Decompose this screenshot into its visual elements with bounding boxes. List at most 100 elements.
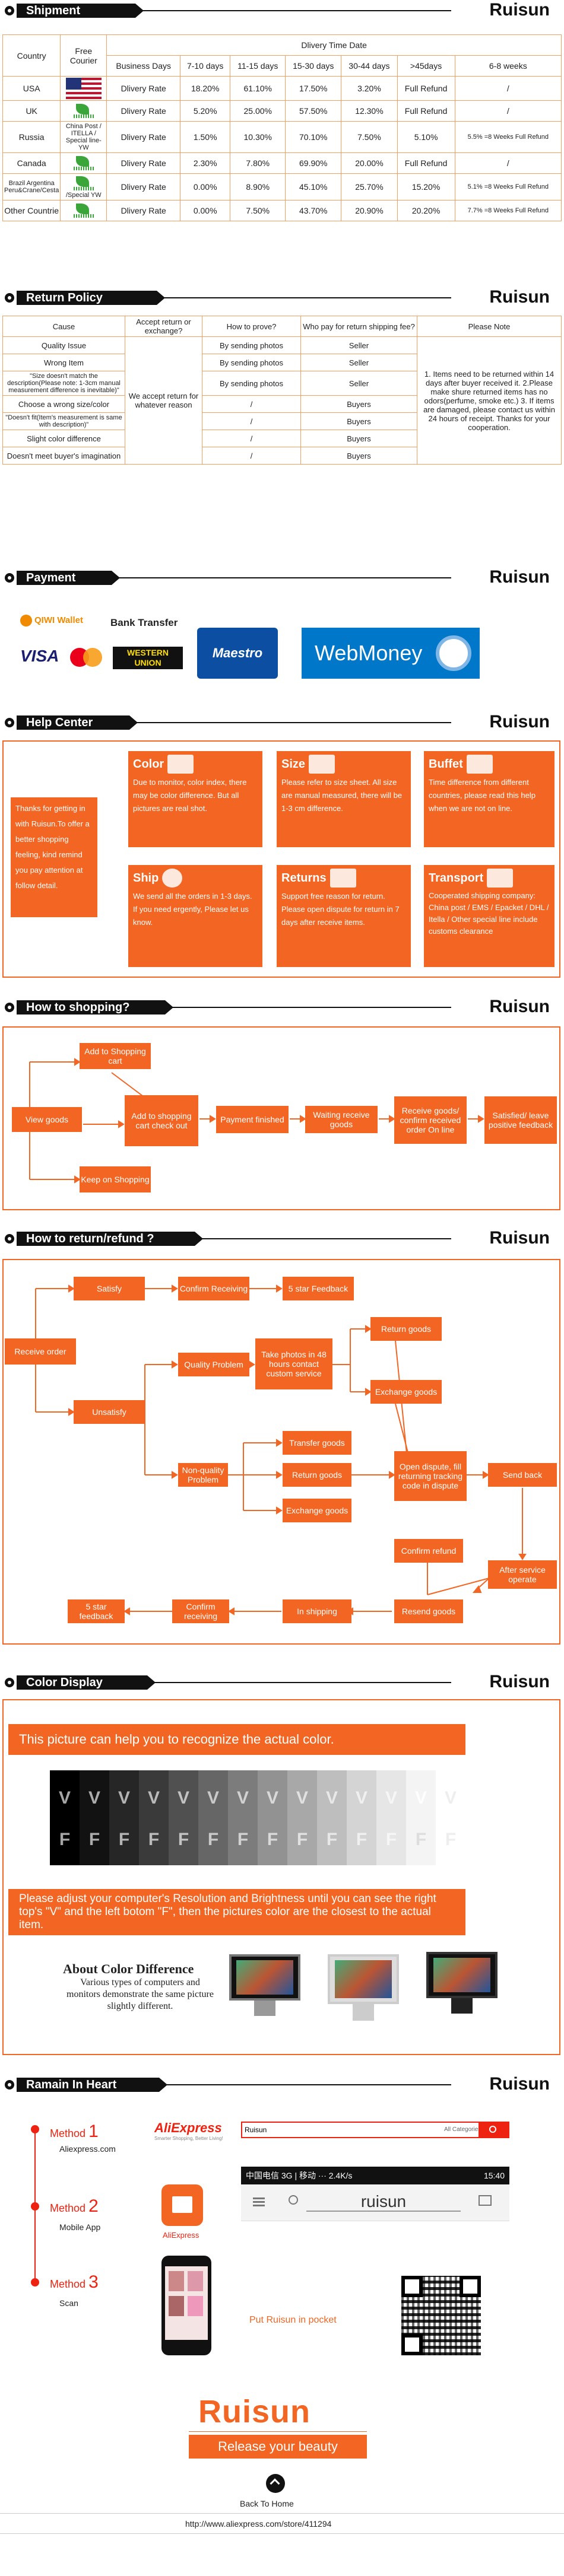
flow-receive-goods: Receive goods/ confirm received order On…	[394, 1096, 467, 1144]
table-row: UK Dlivery Rate 5.20% 25.00% 57.50% 12.3…	[2, 100, 562, 122]
table-row: Doesn't meet buyer's imagination / Buyer…	[2, 447, 562, 465]
aliexpress-app-icon[interactable]	[161, 2184, 203, 2226]
section-title: Color Display	[17, 1675, 156, 1690]
flow-transfer-goods: Transfer goods	[283, 1431, 351, 1455]
section-header-help-center: Help Center Ruisun	[0, 712, 564, 733]
big-brand-logo: Ruisun	[198, 2394, 310, 2429]
table-row: Russia China Post / ITELLA / Special lin…	[2, 121, 562, 153]
section-header-shipment: Shipment Ruisun	[0, 0, 564, 21]
aliexpress-logo: AliExpress Smarter Shopping, Better Livi…	[154, 2120, 223, 2141]
help-intro: Thanks for getting in with Ruisun.To off…	[9, 796, 99, 918]
flow-satisfy: Satisfy	[74, 1277, 145, 1300]
return-policy-table: Cause Accept return or exchange? How to …	[2, 316, 562, 465]
flow-return-goods-2: Return goods	[283, 1463, 351, 1487]
flow-resend-goods: Resend goods	[394, 1599, 463, 1623]
flow-satisfied: Satisfied/ leave positive feedback	[484, 1096, 557, 1144]
section-header-color-display: Color Display Ruisun	[0, 1672, 564, 1693]
monitor-icon	[167, 755, 194, 774]
flow-non-quality: Non-quality Problem	[178, 1463, 228, 1487]
flow-waiting: Waiting receive goods	[305, 1106, 378, 1133]
bullet-icon	[5, 1234, 14, 1244]
webmoney-logo: WebMoney	[302, 628, 480, 679]
flow-add-checkout: Add to shopping cart check out	[125, 1095, 198, 1146]
qr-code-image	[401, 2276, 481, 2355]
flow-confirm-refund: Confirm refund	[394, 1539, 463, 1563]
flow-confirm-receiving: Confirm Receiving	[178, 1277, 249, 1300]
app-search-input[interactable]: ruisun	[306, 2192, 461, 2212]
flow-send-back: Send back	[488, 1463, 557, 1487]
truck-icon	[487, 869, 514, 888]
brand-logo: Ruisun	[489, 997, 550, 1016]
mastercard-logo	[70, 648, 103, 667]
aliexpress-search-bar[interactable]: All Categories	[241, 2122, 509, 2138]
brand-logo: Ruisun	[489, 1228, 550, 1248]
app-label: AliExpress	[163, 2231, 199, 2240]
category-select[interactable]: All Categories	[444, 2126, 481, 2133]
flow-keep-shopping: Keep on Shopping	[80, 1166, 151, 1192]
back-to-top-icon[interactable]	[266, 2474, 285, 2493]
bullet-icon	[5, 573, 14, 583]
back-to-home-link[interactable]: Back To Home	[240, 2499, 294, 2508]
help-box-buffet: Buffet Time difference from different co…	[423, 750, 556, 848]
maestro-logo: Maestro	[197, 628, 278, 679]
flow-after-service: After service operate	[488, 1560, 557, 1589]
phone-image	[161, 2256, 211, 2355]
qiwi-icon	[20, 615, 32, 626]
china-post-logo-icon	[73, 175, 94, 192]
store-url-link[interactable]: http://www.aliexpress.com/store/411294	[185, 2519, 332, 2529]
china-post-logo-icon	[73, 103, 94, 119]
flow-receive-order: Receive order	[5, 1338, 76, 1365]
brand-logo: Ruisun	[489, 1672, 550, 1691]
help-box-ship: Ship We send all the orders in 1-3 days.…	[127, 864, 264, 968]
section-header-remain: Ramain In Heart Ruisun	[0, 2074, 564, 2095]
menu-icon[interactable]	[253, 2197, 265, 2199]
method-1-title: Method 1	[50, 2122, 99, 2141]
app-search-bar[interactable]: ruisun	[241, 2184, 509, 2221]
section-title: Help Center	[17, 715, 138, 730]
section-title: Shipment	[17, 4, 144, 18]
section-title: Return Policy	[17, 291, 165, 305]
flow-exchange-goods-2: Exchange goods	[283, 1499, 351, 1522]
flow-view-goods: View goods	[12, 1107, 82, 1132]
section-header-payment: Payment Ruisun	[0, 567, 564, 589]
bullet-icon	[5, 1003, 14, 1012]
timeline-dot	[31, 2125, 39, 2133]
western-union-logo: WESTERN UNION	[113, 647, 183, 669]
bank-transfer-logo: Bank Transfer	[110, 617, 178, 628]
flow-return-goods: Return goods	[370, 1317, 442, 1341]
table-row: Wrong Item By sending photos Seller	[2, 354, 562, 371]
table-row: Other Countrie Dlivery Rate 0.00% 7.50% …	[2, 200, 562, 221]
method-2-label: Mobile App	[59, 2222, 101, 2232]
flow-in-shipping: In shipping	[283, 1599, 351, 1623]
search-input[interactable]	[245, 2125, 423, 2135]
bullet-icon	[5, 6, 14, 15]
return-icon	[329, 869, 356, 888]
method-2-title: Method 2	[50, 2196, 99, 2216]
flow-open-dispute: Open dispute, fill returning tracking co…	[394, 1451, 467, 1501]
color-banner-2: Please adjust your computer's Resolution…	[8, 1889, 465, 1935]
ruler-icon	[309, 755, 335, 774]
color-banner-1: This picture can help you to recognize t…	[8, 1724, 465, 1755]
help-box-color: Color Due to monitor, color index, there…	[127, 750, 264, 848]
phone-status-bar: 中国电信 3G | 移动 ··· 2.4K/s 15:40	[241, 2167, 509, 2184]
cart-icon	[466, 755, 493, 774]
flow-quality-problem: Quality Problem	[178, 1353, 249, 1376]
china-post-logo-icon	[73, 155, 94, 171]
globe-icon	[436, 635, 471, 671]
laptop-image	[229, 1954, 300, 2016]
search-button[interactable]	[479, 2123, 508, 2137]
section-title: Ramain In Heart	[17, 2078, 167, 2092]
brand-logo: Ruisun	[489, 2074, 550, 2094]
search-icon	[489, 2126, 496, 2133]
table-row: Choose a wrong size/color / Buyers	[2, 395, 562, 413]
cart-icon[interactable]	[479, 2195, 492, 2206]
visa-logo: VISA	[20, 647, 59, 665]
table-row: Slight color difference / Buyers	[2, 430, 562, 447]
flow-exchange-goods: Exchange goods	[370, 1380, 442, 1404]
section-title: Payment	[17, 571, 120, 585]
section-title: How to return/refund ?	[17, 1232, 203, 1246]
bullet-icon	[5, 2080, 14, 2090]
section-header-how-to-return: How to return/refund ? Ruisun	[0, 1228, 564, 1249]
help-box-transport: Transport Cooperated shipping company: C…	[423, 864, 556, 968]
bag-icon	[172, 2196, 192, 2213]
